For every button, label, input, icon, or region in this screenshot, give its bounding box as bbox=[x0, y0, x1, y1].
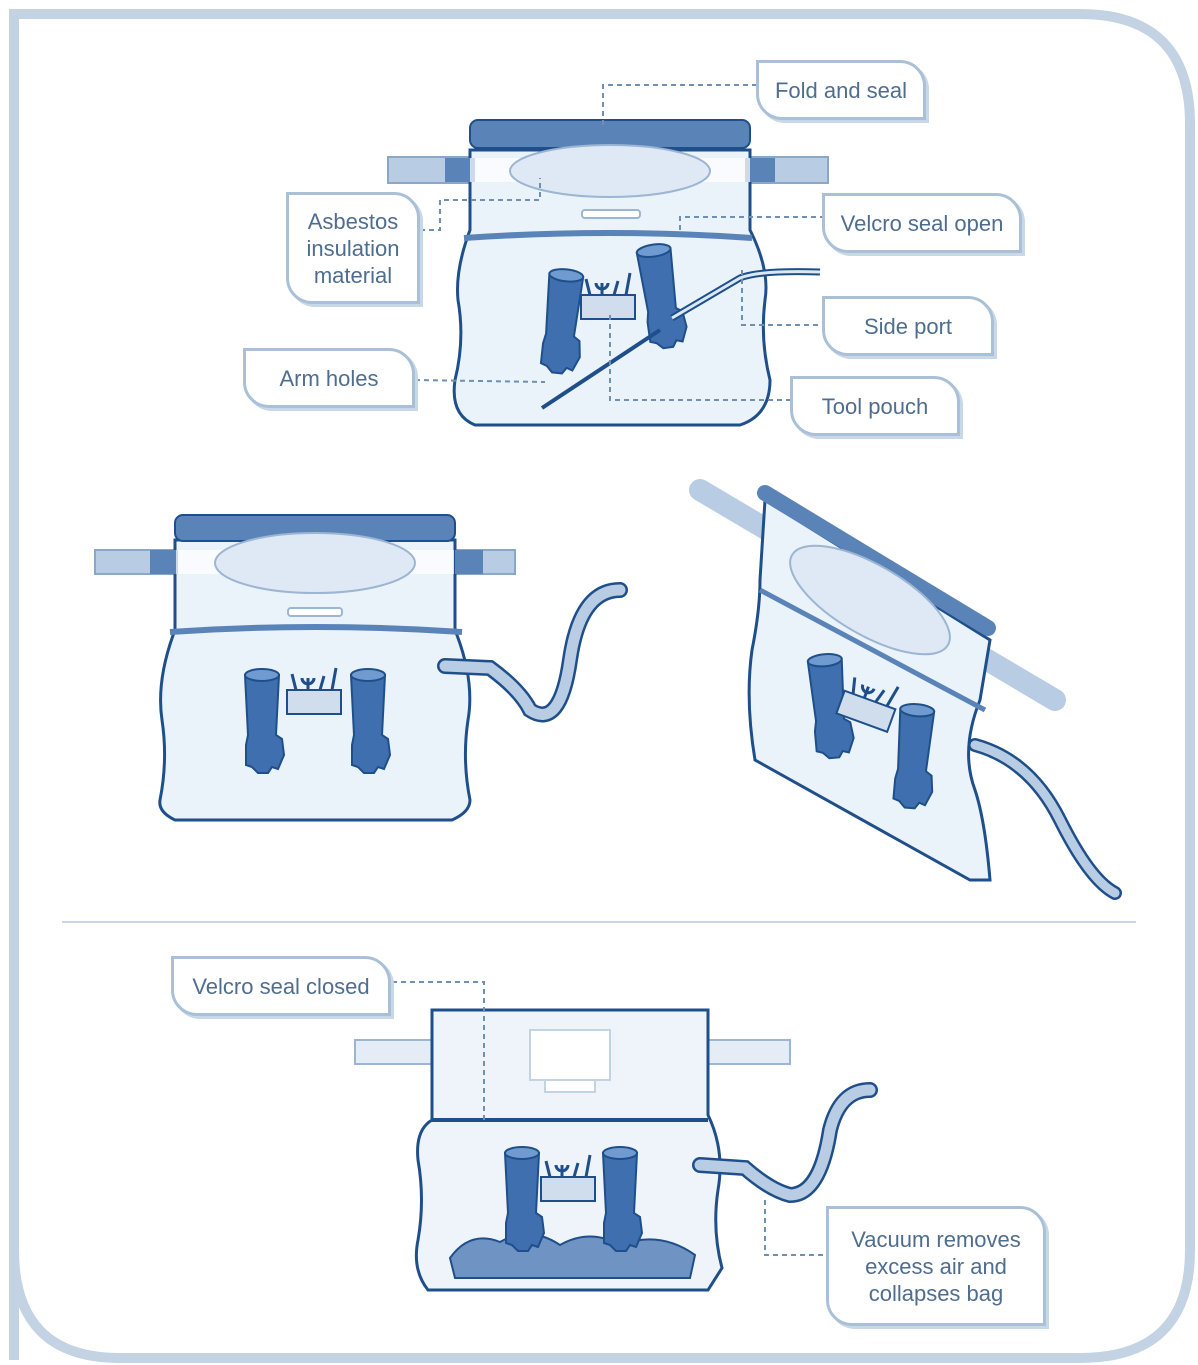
glove-bag-open-detail bbox=[388, 120, 828, 425]
glove-bag-collapsed-view bbox=[355, 1010, 870, 1290]
callout-side-port: Side port bbox=[822, 296, 994, 356]
callout-fold-and-seal: Fold and seal bbox=[756, 60, 926, 120]
callout-vacuum: Vacuum removes excess air and collapses … bbox=[826, 1206, 1046, 1326]
callout-velcro-seal-closed: Velcro seal closed bbox=[171, 956, 391, 1016]
callout-asbestos-insulation: Asbestos insulation material bbox=[286, 192, 420, 304]
callout-arm-holes: Arm holes bbox=[243, 348, 415, 408]
glove-bag-angled-view bbox=[700, 490, 1115, 893]
glove-bag-front-view bbox=[95, 515, 620, 820]
callout-velcro-seal-open: Velcro seal open bbox=[822, 193, 1022, 253]
callout-tool-pouch: Tool pouch bbox=[790, 376, 960, 436]
